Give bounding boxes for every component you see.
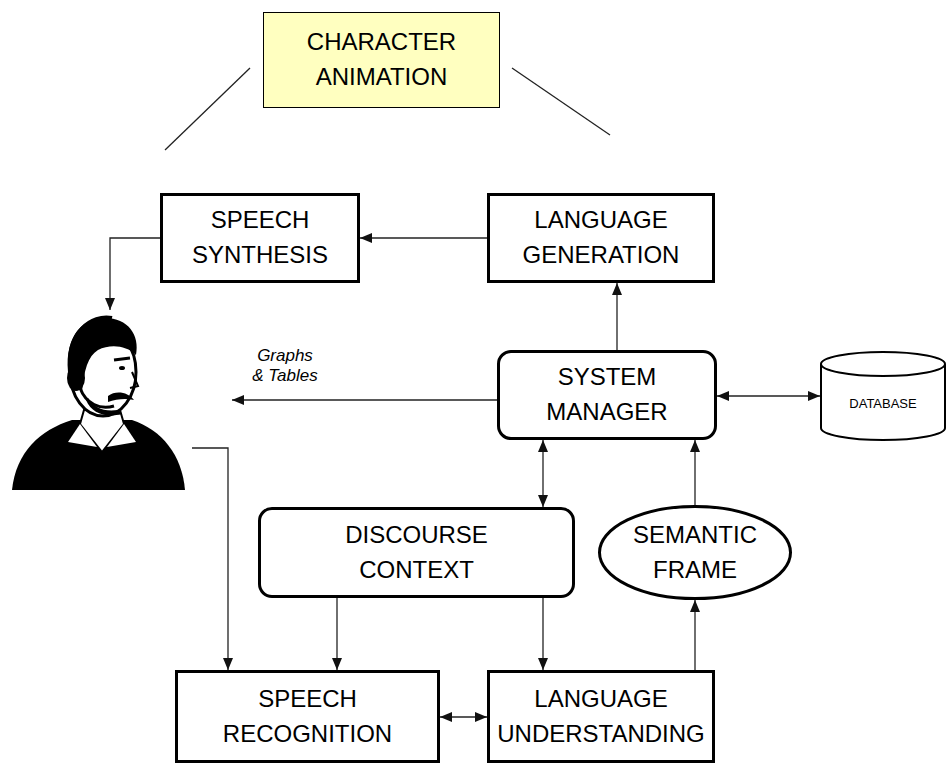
cylinder-rim xyxy=(821,364,945,376)
node-label: DISCOURSE CONTEXT xyxy=(317,518,517,588)
figure-mustache xyxy=(108,393,134,402)
bracket-line xyxy=(165,68,250,150)
headset-earcup xyxy=(67,365,85,391)
node-label: LANGUAGE UNDERSTANDING xyxy=(491,682,711,752)
node-label: SEMANTIC FRAME xyxy=(630,518,760,588)
annotation-box: CHARACTER ANIMATION xyxy=(263,12,500,108)
process-box: LANGUAGE GENERATION xyxy=(487,193,715,283)
figure-brow xyxy=(114,358,130,360)
figure-eye xyxy=(119,366,125,370)
input-arrow xyxy=(192,448,228,670)
connector-layer xyxy=(337,238,820,717)
flow-arrow xyxy=(440,716,487,717)
node-label: LANGUAGE GENERATION xyxy=(501,203,701,273)
figure-nose xyxy=(130,372,138,388)
node-label: SPEECH RECOGNITION xyxy=(193,682,423,752)
node-label: DATABASE xyxy=(849,395,916,414)
figure-collar xyxy=(68,424,97,447)
flow-arrow xyxy=(694,600,695,670)
flow-arrow xyxy=(360,237,487,238)
process-box: SPEECH SYNTHESIS xyxy=(160,193,360,283)
node-label: SYSTEM MANAGER xyxy=(522,360,692,430)
figure-beard xyxy=(86,398,122,415)
flow-arrow xyxy=(542,598,543,670)
flow-arrow xyxy=(616,283,617,350)
process-box: LANGUAGE UNDERSTANDING xyxy=(487,670,715,763)
bracket-line xyxy=(512,68,610,135)
headset-band xyxy=(70,317,112,372)
display-arrow xyxy=(232,399,497,400)
output-label: Graphs & Tables xyxy=(250,346,320,387)
ellipse-outline xyxy=(598,505,792,600)
node-label: CHARACTER ANIMATION xyxy=(282,25,482,95)
frame-ellipse: SEMANTIC FRAME xyxy=(598,505,792,600)
output-arrow xyxy=(110,238,160,310)
flow-arrow xyxy=(694,440,695,505)
ellipse-outline xyxy=(600,507,791,599)
database-cylinder: DATABASE xyxy=(820,352,946,440)
figure-collar xyxy=(107,424,136,447)
module-box: SYSTEM MANAGER xyxy=(497,350,717,440)
flow-arrow xyxy=(542,440,543,507)
process-box: SPEECH RECOGNITION xyxy=(175,670,440,763)
flow-arrow xyxy=(717,395,820,396)
node-label: SPEECH SYNTHESIS xyxy=(175,203,345,273)
user-figure xyxy=(12,317,185,490)
flow-arrow xyxy=(336,598,337,670)
module-box: DISCOURSE CONTEXT xyxy=(258,507,575,598)
cylinder-body xyxy=(821,352,945,440)
